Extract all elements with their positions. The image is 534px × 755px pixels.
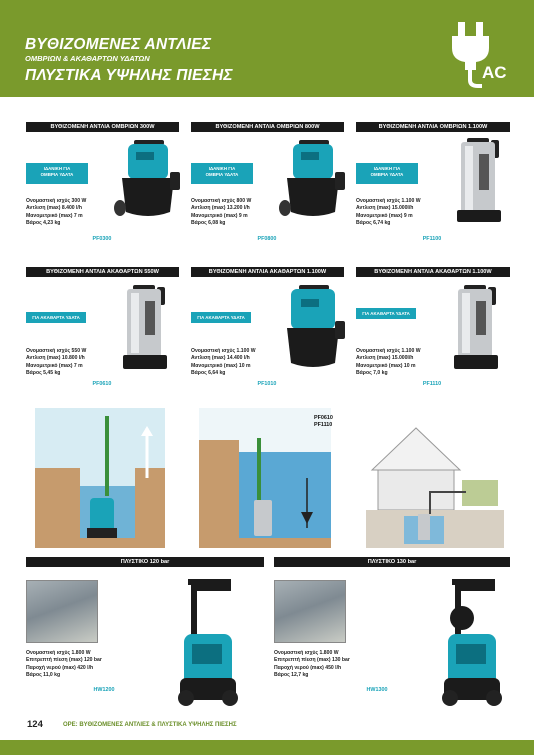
product-heading: ΒΥΘΙΖΟΜΕΝΗ ΑΝΤΛΙΑ ΟΜΒΡΙΩΝ 1.100W xyxy=(356,122,510,132)
product-code: PF1100 xyxy=(422,236,442,242)
product-heading: ΒΥΘΙΖΟΜΕΝΗ ΑΝΤΛΙΑ ΟΜΒΡΙΩΝ 300W xyxy=(26,122,179,132)
submersible-pump-image xyxy=(279,140,345,216)
footer-text: OPE: ΒΥΘΙΖΟΜΕΝΕΣ ΑΝΤΛΙΕΣ & ΠΛΥΣΤΙΚΑ ΥΨΗΛ… xyxy=(63,722,237,728)
header-subtitle: ΟΜΒΡΙΩΝ & ΑΚΑΘΑΡΤΩΝ ΥΔΑΤΩΝ xyxy=(25,54,150,63)
product-heading: ΠΛΥΣΤΙΚΟ 130 bar xyxy=(274,557,510,567)
product-code: PF0610 xyxy=(92,381,112,387)
submersible-pump-image xyxy=(287,285,345,367)
usage-photo xyxy=(274,580,346,643)
submersible-pump-image xyxy=(114,140,180,216)
usage-tag: ΓΙΑ ΑΚΑΘΑΡΤΑ ΥΔΑΤΑ xyxy=(26,312,86,323)
pressure-washer-image xyxy=(178,579,238,706)
header-title: ΒΥΘΙΖΟΜΕΝΕΣ ΑΝΤΛΙΕΣ xyxy=(25,36,212,53)
power-type-badge: AC xyxy=(482,63,507,82)
product-heading: ΒΥΘΙΖΟΜΕΝΗ ΑΝΤΛΙΑ ΑΚΑΘΑΡΤΩΝ 1.100W xyxy=(191,267,344,277)
product-heading: ΒΥΘΙΖΟΜΕΝΗ ΑΝΤΛΙΑ ΑΚΑΘΑΡΤΩΝ 1.100W xyxy=(356,267,510,277)
product-code: HW1300 xyxy=(366,687,388,693)
page-header: ΒΥΘΙΖΟΜΕΝΕΣ ΑΝΤΛΙΕΣ ΟΜΒΡΙΩΝ & ΑΚΑΘΑΡΤΩΝ … xyxy=(0,0,534,97)
basement-installation-diagram xyxy=(366,410,504,548)
product-heading: ΒΥΘΙΖΟΜΕΝΗ ΑΝΤΛΙΑ ΑΚΑΘΑΡΤΩΝ 550W xyxy=(26,267,179,277)
pump-installation-diagram xyxy=(199,408,331,548)
submersible-pump-image xyxy=(457,138,501,222)
page-number: 124 xyxy=(27,719,43,730)
usage-tag: ΓΙΑ ΑΚΑΘΑΡΤΑ ΥΔΑΤΑ xyxy=(356,308,416,319)
product-code: PF0800 xyxy=(257,236,277,242)
pressure-washer-image xyxy=(442,579,502,706)
footer-bar xyxy=(0,740,534,755)
product-code: PF1010 xyxy=(257,381,277,387)
submersible-pump-image xyxy=(454,285,498,369)
product-code: PF0300 xyxy=(92,236,112,242)
usage-tag: ΓΙΑ ΑΚΑΘΑΡΤΑ ΥΔΑΤΑ xyxy=(191,312,251,323)
product-heading: ΒΥΘΙΖΟΜΕΝΗ ΑΝΤΛΙΑ ΟΜΒΡΙΩΝ 800W xyxy=(191,122,344,132)
product-heading: ΠΛΥΣΤΙΚΟ 120 bar xyxy=(26,557,264,567)
diagram-labels: PF0610 PF1110 xyxy=(314,415,333,428)
product-code: PF1110 xyxy=(422,381,442,387)
submersible-pump-image xyxy=(123,285,167,369)
usage-photo xyxy=(26,580,98,643)
product-code: HW1200 xyxy=(93,687,115,693)
header-title-2: ΠΛΥΣΤΙΚΑ ΥΨΗΛΗΣ ΠΙΕΣΗΣ xyxy=(25,67,233,84)
pump-installation-diagram xyxy=(35,408,165,548)
plug-icon xyxy=(452,22,489,88)
